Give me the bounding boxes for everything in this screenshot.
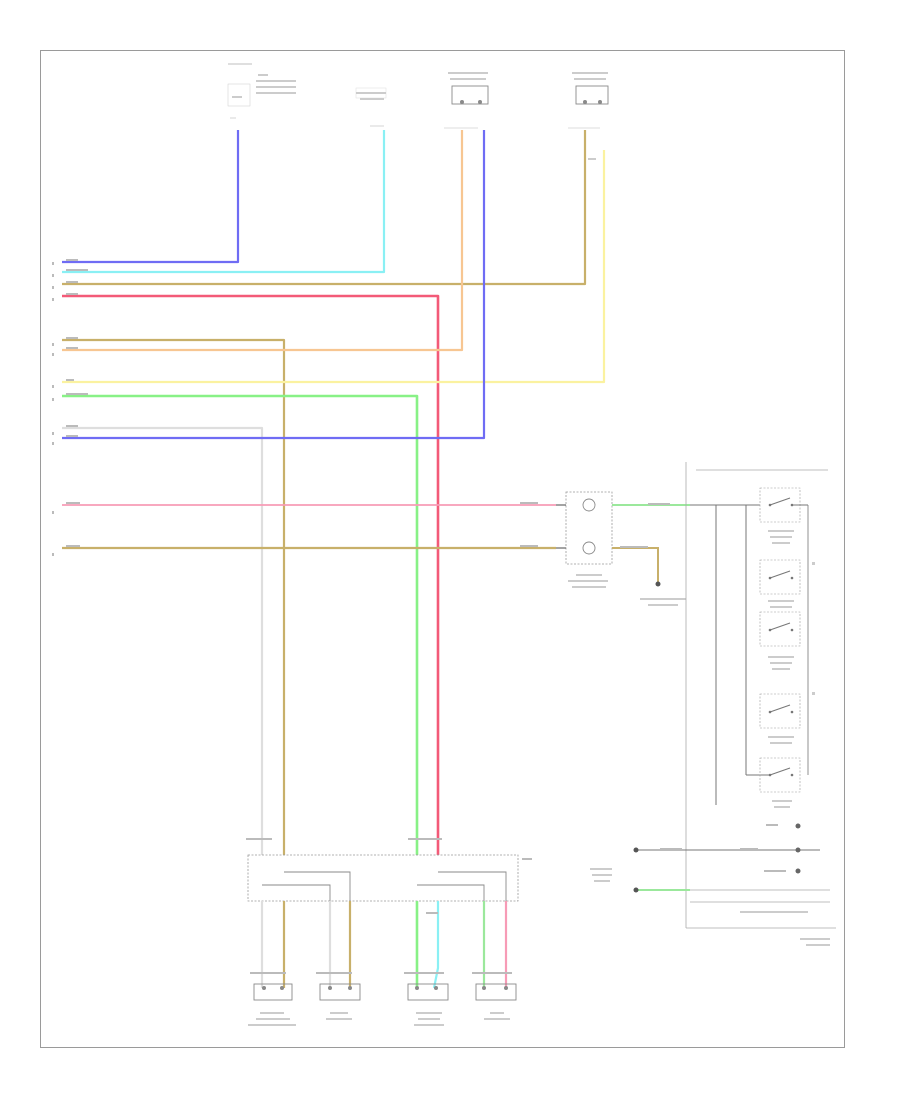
bottom-connector: [246, 838, 532, 902]
bottom-component-right-sensor: [316, 972, 361, 1020]
wire-blue-1: [62, 130, 240, 264]
top-component-right-rear-sensor: [444, 85, 489, 129]
wire-light-blue-bottom: [432, 901, 440, 989]
switch-3: [759, 611, 801, 647]
top-component-lamp: [227, 63, 252, 119]
wire-white: [62, 426, 264, 855]
ground-symbol: [612, 547, 686, 606]
wire-orange: [62, 130, 464, 352]
top-labels: [232, 72, 608, 160]
wire-tan-2: [62, 338, 286, 855]
switch-box: [590, 462, 836, 946]
switch-5: [759, 757, 801, 793]
wire-labels: [52, 259, 88, 556]
switch-4: [759, 693, 801, 729]
wire-yellow: [62, 150, 606, 384]
wire-tan-1: [62, 130, 587, 286]
wire-light-blue: [62, 130, 386, 274]
switch-2: [759, 559, 801, 595]
top-component-left-rear-sensor: [568, 85, 609, 129]
bottom-component-rear-sensor: [404, 912, 449, 1026]
lamp-assembly: [520, 491, 613, 588]
wire-light-green: [62, 394, 419, 855]
bottom-component-right-front-sensor: [248, 972, 296, 1026]
diagram-frame: [40, 50, 845, 1048]
wire-red: [62, 294, 440, 855]
wire-blue-2: [62, 130, 486, 440]
bottom-component-left-sensor: [472, 972, 517, 1020]
